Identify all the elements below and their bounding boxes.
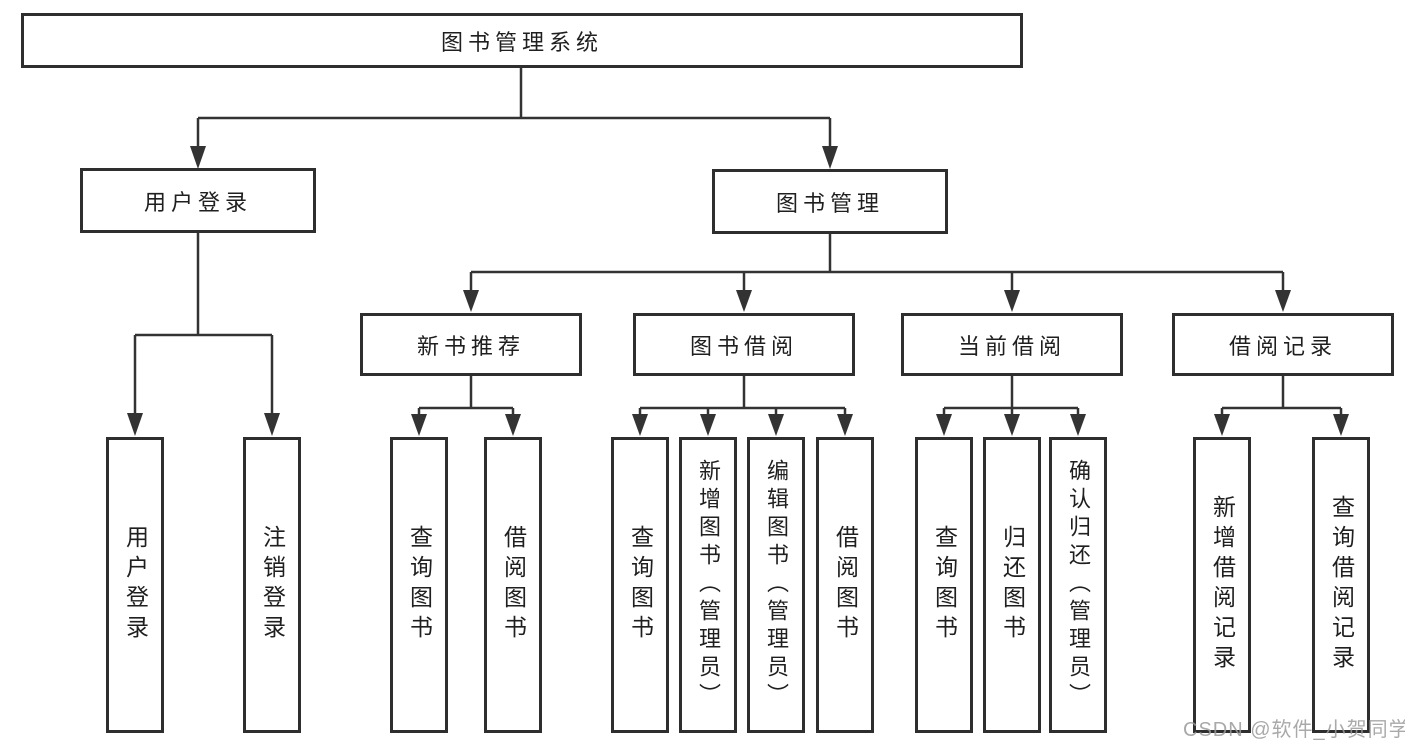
arrowhead-icon xyxy=(632,414,648,436)
arrowhead-icon xyxy=(1214,414,1230,436)
node-user-login: 用户登录 xyxy=(80,168,316,233)
leaf-label: 注销登录 xyxy=(259,525,286,645)
leaf-query-borrow-record: 查询借阅记录 xyxy=(1312,437,1370,733)
leaf-label: 查询借阅记录 xyxy=(1328,495,1355,675)
leaf-confirm-return-admin: 确认归还（管理员） xyxy=(1049,437,1107,733)
node-book-management: 图书管理 xyxy=(712,169,948,234)
node-root: 图书管理系统 xyxy=(21,13,1023,68)
leaf-label: 新增图书（管理员） xyxy=(696,459,721,711)
arrowhead-icon xyxy=(463,290,479,312)
arrowhead-icon xyxy=(411,414,427,436)
leaf-label: 编辑图书（管理员） xyxy=(764,459,789,711)
leaf-query-books-current: 查询图书 xyxy=(915,437,973,733)
node-borrow-records: 借阅记录 xyxy=(1172,313,1394,376)
arrowhead-icon xyxy=(1070,414,1086,436)
leaf-label: 归还图书 xyxy=(999,525,1026,645)
arrowhead-icon xyxy=(837,414,853,436)
arrowhead-icon xyxy=(936,414,952,436)
leaf-label: 查询图书 xyxy=(627,525,654,645)
leaf-label: 查询图书 xyxy=(406,525,433,645)
leaf-return-book: 归还图书 xyxy=(983,437,1041,733)
arrowhead-icon xyxy=(822,146,838,169)
connector-path xyxy=(133,68,1343,416)
leaf-label: 新增借阅记录 xyxy=(1209,495,1236,675)
arrowhead-icon xyxy=(1333,414,1349,436)
node-new-book-recommend: 新书推荐 xyxy=(360,313,582,376)
arrowhead-icon xyxy=(736,290,752,312)
arrowhead-icon xyxy=(190,146,206,169)
leaf-borrow-books-recommend: 借阅图书 xyxy=(484,437,542,733)
arrowhead-icon xyxy=(505,414,521,436)
leaf-label: 确认归还（管理员） xyxy=(1066,459,1091,711)
node-book-borrow: 图书借阅 xyxy=(633,313,855,376)
arrowhead-icon xyxy=(264,413,280,436)
leaf-add-borrow-record: 新增借阅记录 xyxy=(1193,437,1251,733)
leaf-label: 查询图书 xyxy=(931,525,958,645)
csdn-watermark: CSDN @软件_小贺同学 xyxy=(1183,719,1405,741)
leaf-logout: 注销登录 xyxy=(243,437,301,733)
arrowhead-icons xyxy=(127,146,1349,436)
leaf-label: 借阅图书 xyxy=(500,525,527,645)
arrowhead-icon xyxy=(1004,414,1020,436)
leaf-user-login: 用户登录 xyxy=(106,437,164,733)
arrowhead-icon xyxy=(1004,290,1020,312)
leaf-query-books-borrow: 查询图书 xyxy=(611,437,669,733)
leaf-label: 借阅图书 xyxy=(832,525,859,645)
arrowhead-icon xyxy=(127,413,143,436)
arrowhead-icon xyxy=(1275,290,1291,312)
leaf-edit-book-admin: 编辑图书（管理员） xyxy=(747,437,805,733)
leaf-label: 用户登录 xyxy=(122,525,149,645)
node-current-borrow: 当前借阅 xyxy=(901,313,1123,376)
arrowhead-icon xyxy=(768,414,784,436)
leaf-add-book-admin: 新增图书（管理员） xyxy=(679,437,737,733)
arrowhead-icon xyxy=(700,414,716,436)
leaf-borrow-books: 借阅图书 xyxy=(816,437,874,733)
leaf-query-books-recommend: 查询图书 xyxy=(390,437,448,733)
